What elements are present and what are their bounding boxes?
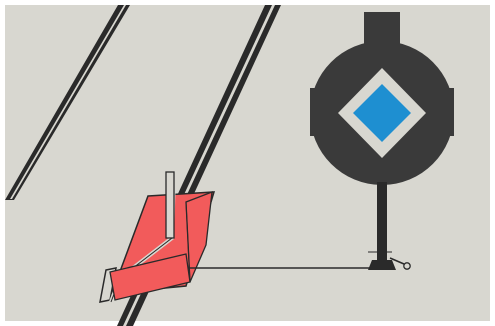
shunting-signal — [310, 12, 454, 270]
signal-lamp-diamond — [353, 84, 411, 142]
rail-left-gap — [10, 5, 126, 199]
rail-left — [5, 5, 130, 200]
signal-lug-right — [440, 88, 454, 136]
signal-lug-left — [310, 88, 324, 136]
signal-base — [368, 260, 396, 270]
signal-lever-knob — [403, 262, 411, 270]
switch-post — [165, 171, 175, 239]
signal-lever-arm — [389, 257, 405, 265]
signal-post — [377, 182, 387, 262]
